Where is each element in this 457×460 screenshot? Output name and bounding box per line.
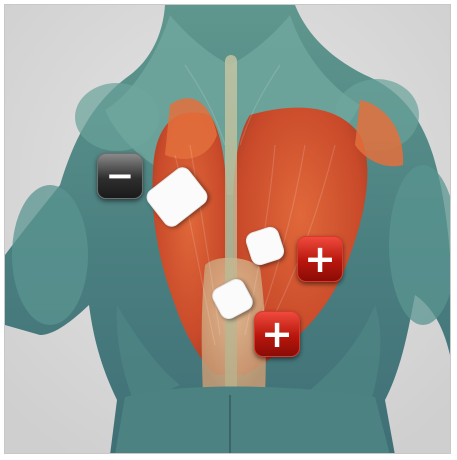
image-frame: − + + <box>4 4 451 454</box>
back-anatomy-illustration <box>5 5 451 454</box>
spine <box>225 55 237 405</box>
minus-icon: − <box>97 153 143 199</box>
plus-icon: + <box>254 311 300 357</box>
left-arm <box>12 185 88 325</box>
plus-icon: + <box>297 236 343 282</box>
gluteal-region <box>115 387 390 455</box>
